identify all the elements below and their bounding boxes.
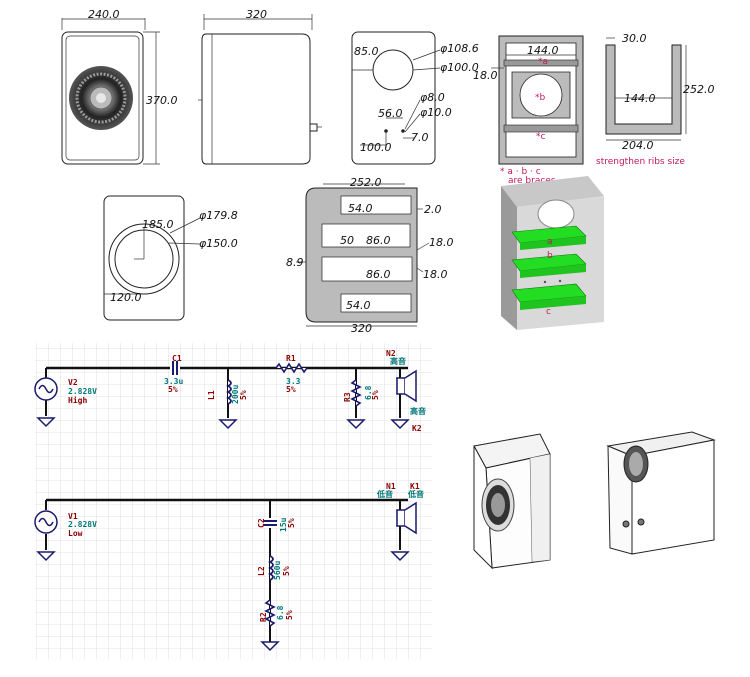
n2-tag: 高音 [390,356,406,366]
k2-tag: 高音 [410,406,426,416]
l1-name: L1 [207,390,216,400]
section-mid3-dim: 86.0 [366,268,391,281]
v2-value: 2.828V [68,387,97,396]
c1-value: 3.3u [164,377,183,386]
l2-name: L2 [257,566,266,576]
woofer-driver-icon [396,509,406,527]
n1-name: N1 [386,482,396,491]
c2-name: C2 [257,518,266,528]
v2-name: V2 [68,378,78,387]
rib-top-dim: 30.0 [622,32,647,45]
section-r1-dim: 54.0 [348,202,373,215]
brace-thick-dim: 18.0 [473,69,498,82]
back-view-drawing: 85.0 φ108.6 φ100.0 56.0 100.0 7.0 φ8.0 φ… [351,31,479,165]
r2-tol: 5% [285,610,294,620]
section-r1b-dim: 2.0 [424,203,442,216]
back-hole-offset-dim: 85.0 [354,45,379,58]
r2-value: 6.8 [276,605,285,620]
front-view-drawing: 240.0 370.0 [61,8,178,165]
r2-name: R2 [259,612,268,622]
side-depth-dim: 320 [246,8,267,21]
rib-bottom-dim: 204.0 [622,139,654,152]
front-width-dim: 240.0 [88,8,120,21]
brace-width-dim: 144.0 [527,44,559,57]
tweeter-icon [396,377,406,395]
rib-inner-dim: 144.0 [624,92,656,105]
c2-value: 15u [279,517,288,532]
v2-band: High [68,395,87,405]
v1-name: V1 [68,512,78,521]
front-height-dim: 370.0 [146,94,178,107]
n2-name: N2 [386,349,396,358]
l1-tol: 5% [239,390,248,400]
render-brace-c: c [546,307,551,317]
back-term-gap-dim: 7.0 [411,131,429,144]
l1-value: 200u [231,385,240,404]
speaker-3d-back [606,431,716,555]
baffle-drawing: 185.0 φ179.8 φ150.0 120.0 [103,195,238,321]
render-brace-b: b [547,251,553,261]
brace-render: a b c [501,176,604,330]
c2-tol: 5% [287,518,296,528]
brace-note-line1: * a · b · c [500,167,541,177]
k1-tag: 低音 [407,489,424,499]
rib-height-dim: 252.0 [683,83,715,96]
v1-band: Low [68,529,83,538]
section-top-dim: 252.0 [350,176,382,189]
render-brace-a: a [547,237,553,247]
baffle-dia-outer: φ179.8 [199,209,238,222]
section-left-dim: 8.9 [286,256,304,269]
brace-label-c: *c [536,132,546,142]
section-thick2-dim: 18.0 [423,268,448,281]
r3-name: R3 [343,392,352,402]
c1-name: C1 [172,354,182,363]
k2-name: K2 [412,424,422,433]
back-hole-dia-outer: φ108.6 [440,42,479,55]
section-drawing: 252.0 54.0 2.0 50 86.0 18.0 8.9 86.0 18.… [286,176,454,335]
speaker-3d-front [473,433,551,570]
v1-value: 2.828V [68,520,97,529]
l2-tol: 5% [282,566,291,576]
brace-plan-drawing: 144.0 18.0 *a *b *c * a · b · c are brac… [473,35,584,186]
section-thick1-dim: 18.0 [429,236,454,249]
n1-tag: 低音 [376,489,393,499]
section-r4-dim: 54.0 [346,299,371,312]
crossover-schematic: V2 2.828V High C1 3.3u 5% L1 200u 5% R1 … [34,343,432,659]
brace-label-a: *a [538,57,548,67]
side-view-drawing: 320 [198,8,322,165]
back-term-y-dim: 56.0 [378,107,403,120]
brace-label-b: *b [535,93,546,103]
back-term-dia-b: φ10.0 [420,106,452,119]
r3-tol: 5% [371,390,380,400]
terminal-black-icon [401,129,405,133]
back-hole-dia-inner: φ100.0 [440,61,479,74]
rib-caption: strengthen ribs size [596,157,685,167]
section-mid1-dim: 50 [340,234,354,247]
section-bottom-dim: 320 [351,322,372,335]
r1-value: 3.3 [286,377,301,386]
k1-name: K1 [410,482,420,491]
l2-value: 560u [273,561,282,580]
rib-size-drawing: 30.0 144.0 252.0 204.0 strengthen ribs s… [596,32,715,167]
baffle-bottom-dim: 120.0 [110,291,142,304]
back-term-x-dim: 100.0 [360,141,392,154]
baffle-dia-inner: φ150.0 [199,237,238,250]
section-mid2-dim: 86.0 [366,234,391,247]
r1-name: R1 [286,354,296,363]
r3-value: 6.8 [364,385,373,400]
back-term-dia-a: φ8.0 [420,91,445,104]
brace-note-line2: are braces [508,176,556,186]
r1-tol: 5% [286,385,296,394]
baffle-cut-dim: 185.0 [142,218,174,231]
c1-tol: 5% [168,385,178,394]
